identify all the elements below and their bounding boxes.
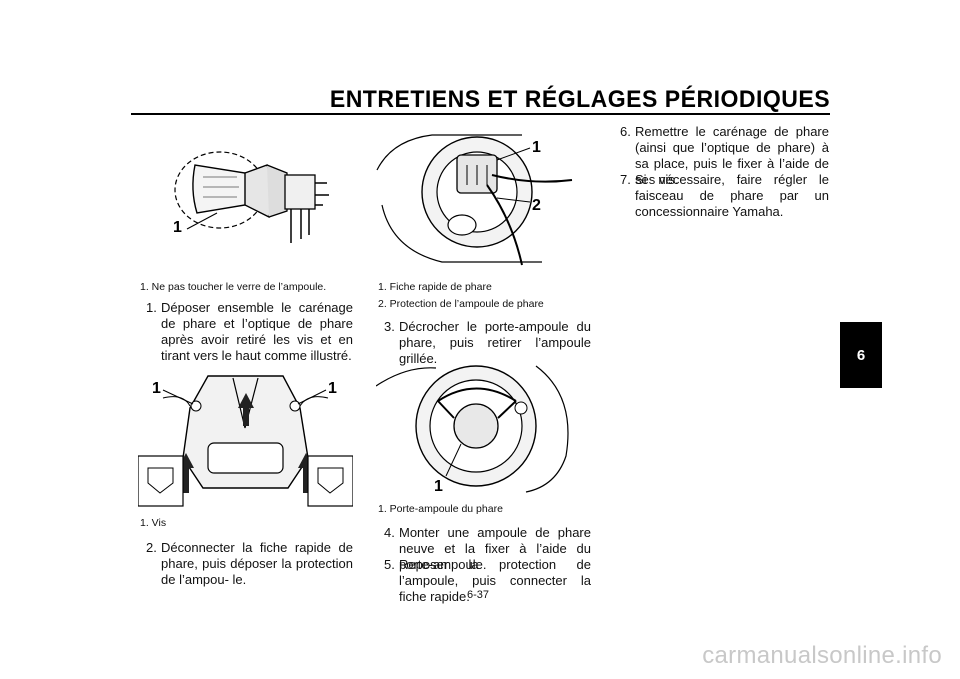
step-number: 3. [384, 319, 395, 334]
holder-callout-1: 1 [434, 478, 443, 495]
step-7: 7. Si nécessaire, faire régler le faisce… [620, 172, 829, 220]
step-1: 1. Déposer ensemble le carénage de phare… [146, 300, 353, 364]
step-4: 4. Monter une ampoule de phare neuve et … [384, 525, 591, 573]
caption-line: 1. Vis [140, 517, 167, 529]
coupler-figure: 1 2 [372, 130, 577, 270]
step-number: 1. [146, 300, 157, 315]
caption-holder: 1. Porte-ampoule du phare [378, 501, 503, 518]
header-rule [131, 113, 830, 115]
caption-screws: 1. Vis [140, 515, 166, 532]
step-text: Monter une ampoule de phare neuve et la … [399, 525, 591, 572]
chapter-tab[interactable]: 6 [840, 322, 882, 388]
caption-line: 1. Ne pas toucher le verre de l’ampoule. [140, 281, 327, 293]
step-5: 5. Reposer la protection de l’ampoule, p… [384, 557, 591, 605]
bulb-callout-1: 1 [173, 219, 182, 236]
caption-line: 1. Porte-ampoule du phare [378, 503, 503, 515]
step-3: 3. Décrocher le porte-ampoule du phare, … [384, 319, 591, 367]
step-text: Si nécessaire, faire régler le faisceau … [635, 172, 829, 219]
step-number: 5. [384, 557, 395, 572]
coupler-callout-2: 2 [532, 197, 541, 214]
step-text: Remettre le carénage de phare (ainsi que… [635, 124, 829, 187]
caption-bulb: 1. Ne pas toucher le verre de l’ampoule. [140, 279, 326, 296]
step-text: Déposer ensemble le carénage de phare et… [161, 300, 353, 363]
page-title: ENTRETIENS ET RÉGLAGES PÉRIODIQUES [329, 86, 830, 113]
watermark[interactable]: carmanualsonline.info [702, 642, 942, 669]
caption-line: 1. Fiche rapide de phare [378, 281, 492, 293]
step-text: Décrocher le porte-ampoule du phare, pui… [399, 319, 591, 366]
step-6: 6. Remettre le carénage de phare (ainsi … [620, 124, 829, 188]
step-text: Déconnecter la fiche rapide de phare, pu… [161, 540, 353, 587]
caption-line: 2. Protection de l’ampoule de phare [378, 298, 544, 310]
step-text: Reposer la protection de l’ampoule, puis… [399, 557, 591, 604]
bulb-figure: 1 [165, 135, 345, 260]
screw-callout-left: 1 [152, 380, 161, 397]
step-number: 4. [384, 525, 395, 540]
coupler-callout-1: 1 [532, 139, 541, 156]
step-number: 6. [620, 124, 631, 139]
screw-callout-right: 1 [328, 380, 337, 397]
step-number: 2. [146, 540, 157, 555]
step-2: 2. Déconnecter la fiche rapide de phare,… [146, 540, 353, 588]
page-number: 6-37 [467, 589, 490, 601]
caption-coupler: 1. Fiche rapide de phare 2. Protection d… [378, 279, 544, 313]
headlight-screws-figure: 1 1 [138, 368, 353, 508]
bulb-holder-figure: 1 [376, 356, 581, 496]
step-number: 7. [620, 172, 631, 187]
